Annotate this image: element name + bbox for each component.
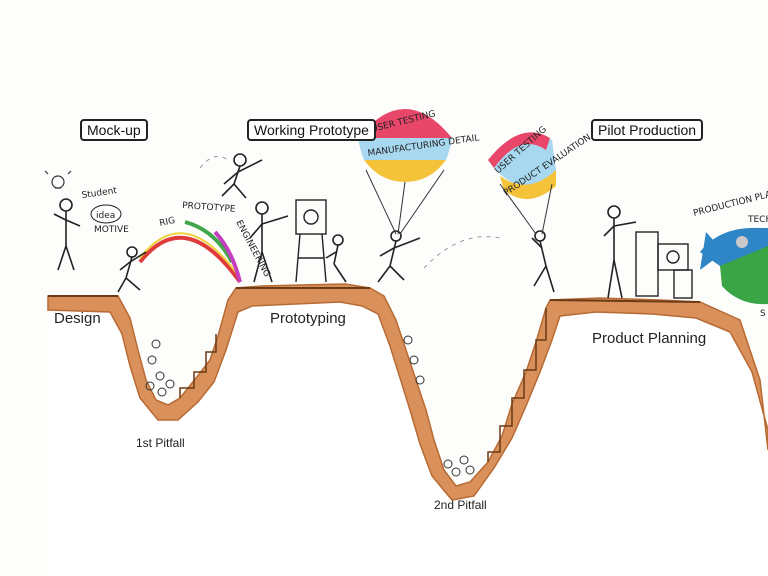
lightbulb-icon: [44, 170, 72, 189]
pitfall-second: 2nd Pitfall: [434, 498, 487, 512]
hw-student: Student: [81, 186, 118, 201]
hw-idea: idea: [96, 211, 115, 221]
runner-figure: [117, 246, 147, 293]
engineer-figure: [249, 201, 289, 283]
operator-figure: [603, 205, 637, 299]
balloon-1: [358, 109, 452, 235]
pitfall-first: 1st Pitfall: [136, 436, 185, 450]
motion-arc-1: [423, 236, 501, 269]
stage-working-prototype: Working Prototype: [247, 119, 376, 141]
rainbow-bridge: [138, 220, 242, 284]
motion-arc-2: [199, 155, 229, 169]
phase-prototyping: Prototyping: [270, 310, 346, 327]
stairs-pit-2: [487, 308, 547, 462]
sitting-figure: [325, 234, 347, 283]
stairs-pit-1: [179, 334, 217, 398]
crowd-pit-1: [145, 339, 175, 397]
hw-plane-line1: PRODUCTION PLAN/MANU: [692, 181, 768, 219]
machine-2: [635, 231, 693, 299]
terrain: [48, 284, 768, 576]
airplane: [700, 227, 768, 305]
parachute-figure-1: [377, 230, 421, 283]
stage-pilot-production: Pilot Production: [591, 119, 704, 141]
balloon-2: [488, 132, 556, 235]
hw-bridge-prototype: PROTOTYPE: [182, 201, 236, 215]
phase-product-planning: Product Planning: [592, 330, 707, 347]
machine-1: [295, 199, 327, 283]
hw-bridge-rig: RIG: [159, 216, 177, 229]
hw-motive: MOTIVE: [94, 225, 129, 235]
hw-plane-tail: S: [760, 309, 766, 319]
stage-mockup: Mock-up: [80, 119, 148, 141]
parachute-figure-2: [531, 230, 555, 293]
hw-bridge-engineering: ENGINEERING: [233, 219, 271, 279]
hw-plane-line2: TECH: [747, 215, 768, 225]
jumping-figure: [221, 153, 263, 199]
crowd-pit-2: [403, 335, 475, 477]
phase-design: Design: [54, 310, 101, 327]
student-figure: [53, 198, 81, 271]
